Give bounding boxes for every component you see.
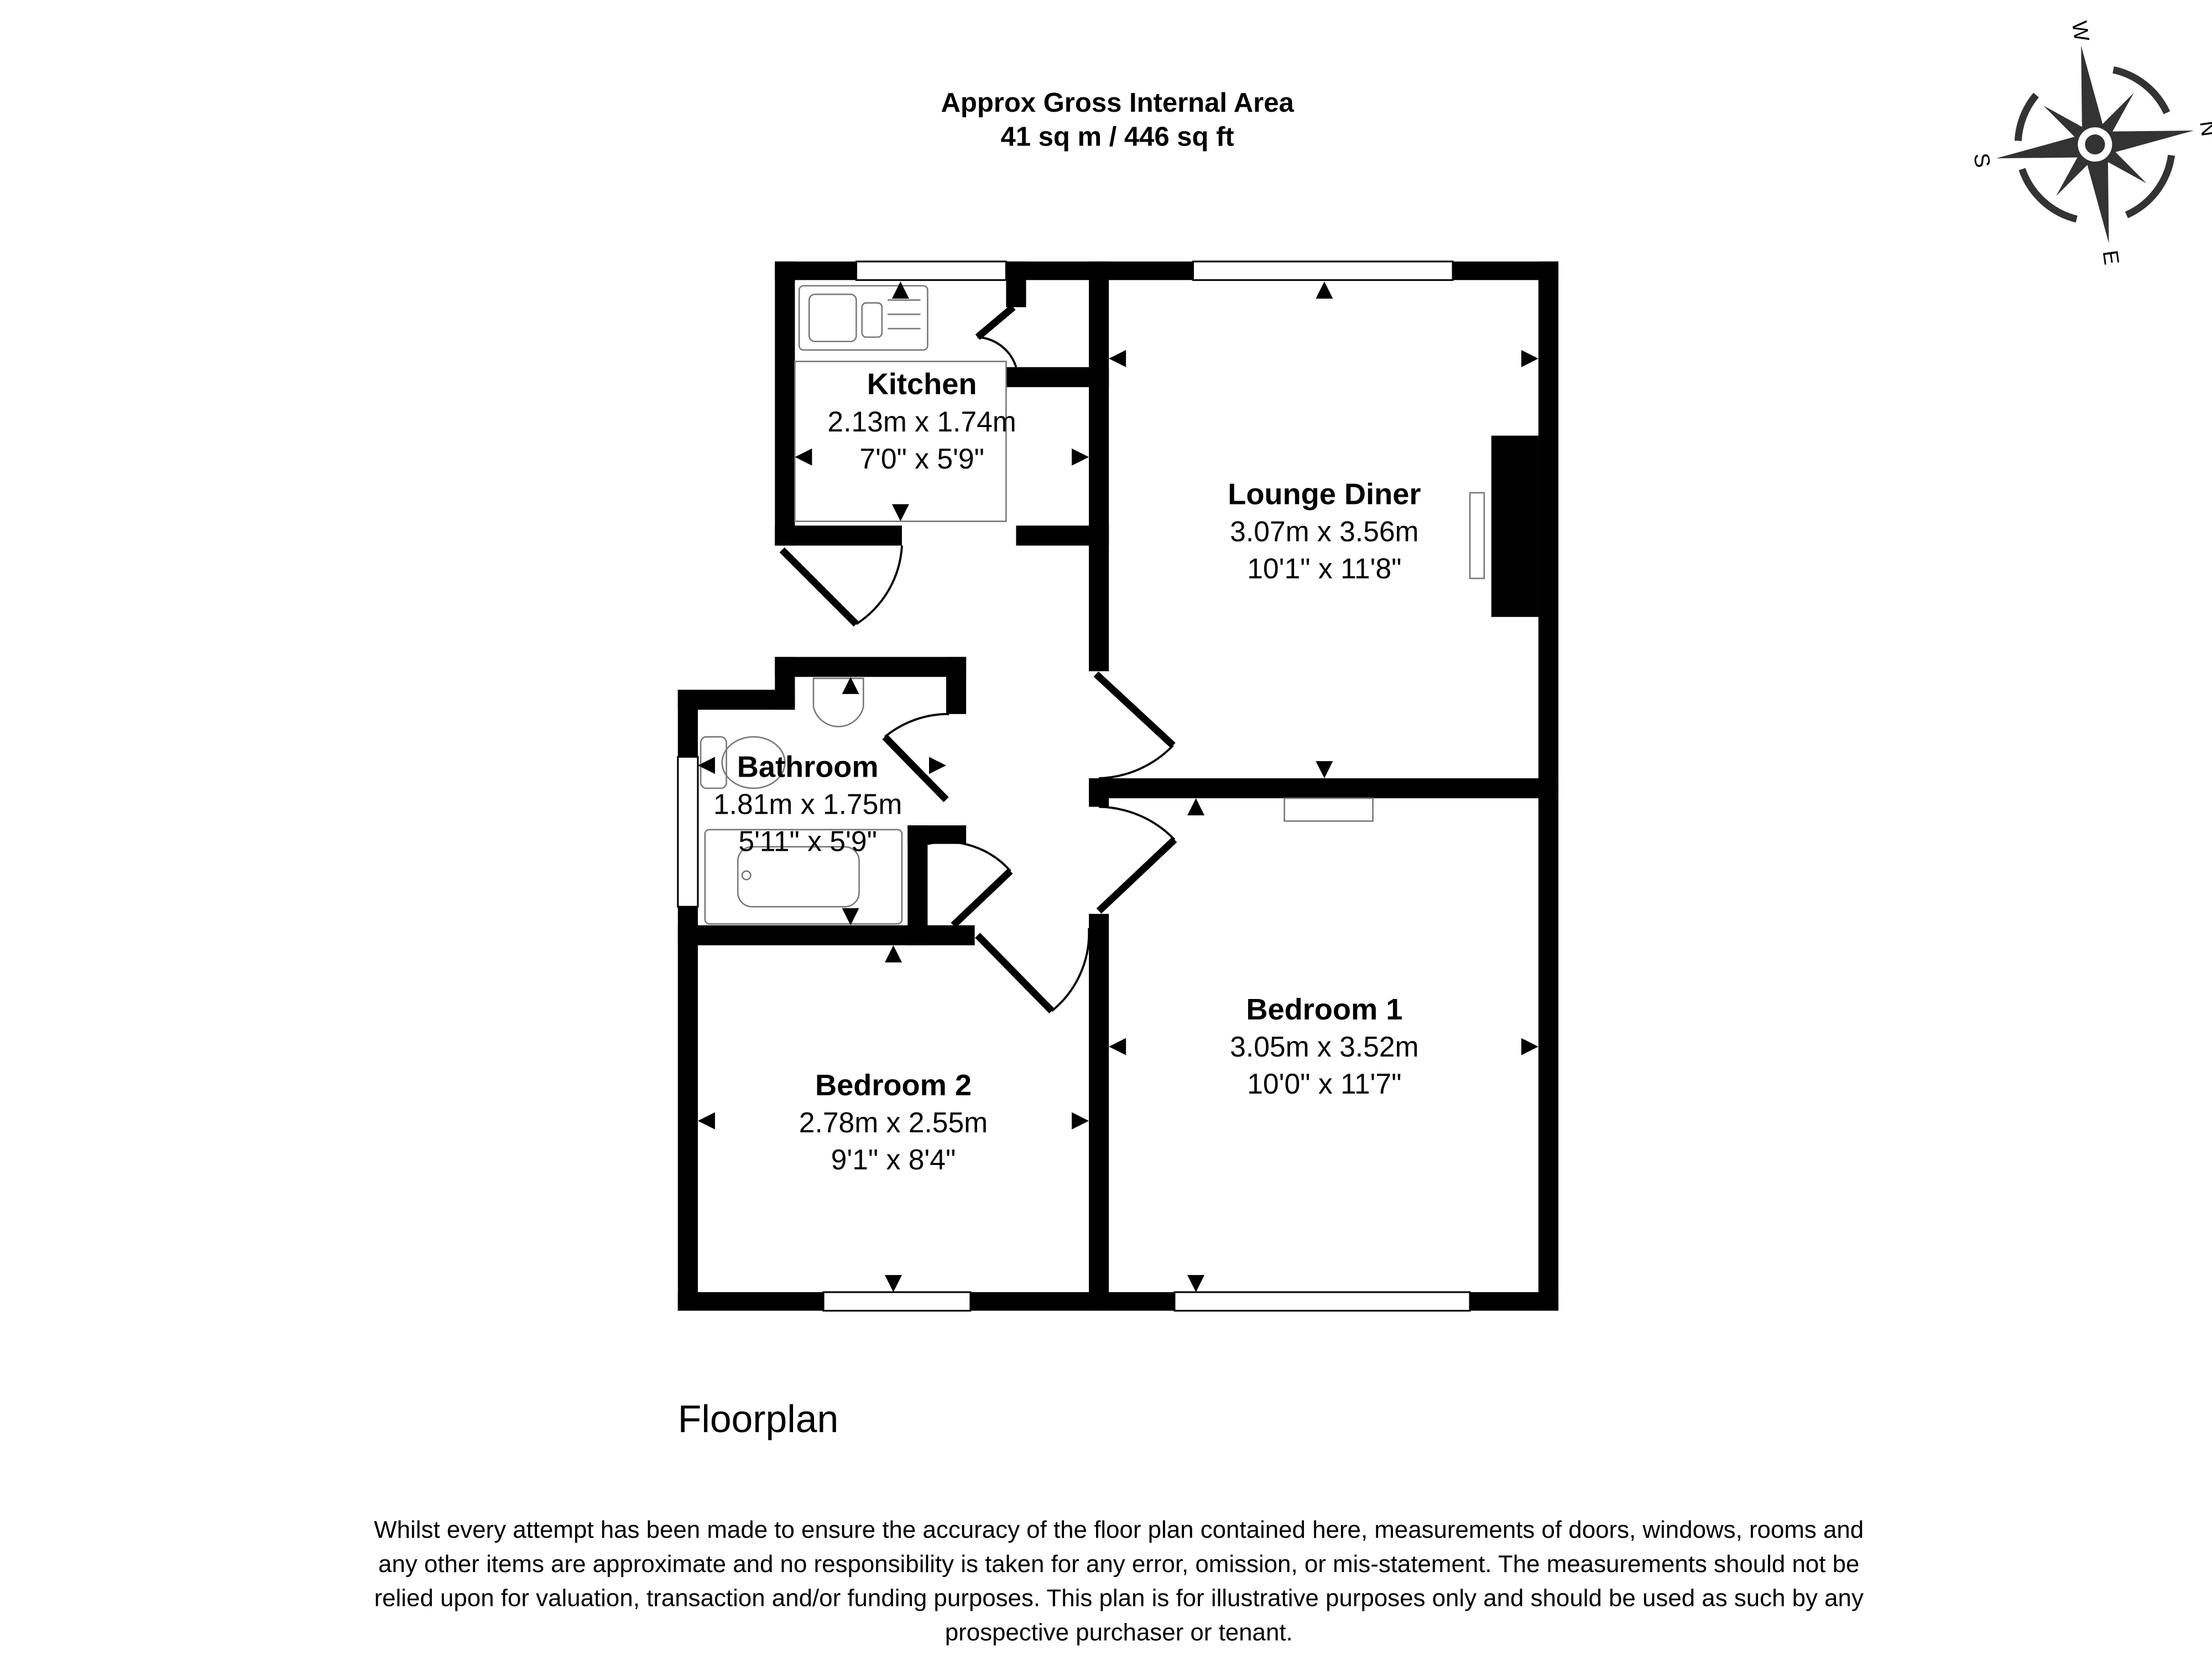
room-imperial: 9'1" x 8'4" xyxy=(831,1143,956,1175)
kitchen-sink-icon xyxy=(798,285,928,351)
bedroom1-fireplace-icon xyxy=(1284,797,1374,822)
disclaimer-line: prospective purchaser or tenant. xyxy=(945,1619,1293,1646)
room-name: Bedroom 2 xyxy=(815,1069,972,1102)
bathroom-window xyxy=(677,756,699,908)
room-imperial: 10'1" x 11'8" xyxy=(1247,553,1401,585)
room-name: Kitchen xyxy=(867,368,977,401)
walls xyxy=(677,261,1559,1311)
room-name: Bedroom 1 xyxy=(1246,993,1402,1026)
room-name: Lounge Diner xyxy=(1228,477,1421,511)
compass-s: S xyxy=(1969,152,1994,169)
room-metric: 2.13m x 1.74m xyxy=(827,405,1016,438)
measure-arrows xyxy=(697,281,1538,1292)
room-imperial: 5'11" x 5'9" xyxy=(738,825,877,857)
toilet-icon xyxy=(700,736,786,789)
room-bedroom-2: Bedroom 2 2.78m x 2.55m 9'1" x 8'4" xyxy=(799,1069,988,1175)
compass-n: N xyxy=(2195,119,2212,138)
bedroom2-window xyxy=(822,1291,972,1312)
kitchen-window xyxy=(855,261,1007,281)
room-name: Bathroom xyxy=(737,750,879,783)
fireplace-icon xyxy=(1469,492,1485,579)
disclaimer-line: Whilst every attempt has been made to en… xyxy=(374,1516,1864,1543)
room-imperial: 7'0" x 5'9" xyxy=(859,443,984,475)
bathroom-basin-icon xyxy=(812,678,864,727)
compass-e: E xyxy=(2098,249,2124,267)
room-metric: 3.07m x 3.56m xyxy=(1230,516,1418,548)
room-metric: 3.05m x 3.52m xyxy=(1230,1031,1418,1063)
bedroom1-window xyxy=(1173,1291,1471,1312)
area-value: 41 sq m / 446 sq ft xyxy=(1001,122,1234,152)
floor-label: Floorplan xyxy=(678,1397,838,1440)
disclaimer-line: any other items are approximate and no r… xyxy=(378,1550,1859,1578)
area-title: Approx Gross Internal Area xyxy=(941,88,1295,118)
room-imperial: 10'0" x 11'7" xyxy=(1247,1068,1401,1100)
disclaimer-line: relied upon for valuation, transaction a… xyxy=(374,1585,1864,1612)
lounge-window xyxy=(1192,261,1454,281)
room-kitchen: Kitchen 2.13m x 1.74m 7'0" x 5'9" xyxy=(827,368,1016,475)
disclaimer: Whilst every attempt has been made to en… xyxy=(374,1516,1864,1646)
doors xyxy=(779,304,1177,1014)
room-bathroom: Bathroom 1.81m x 1.75m 5'11" x 5'9" xyxy=(713,750,902,857)
room-lounge-diner: Lounge Diner 3.07m x 3.56m 10'1" x 11'8" xyxy=(1228,477,1421,584)
compass-icon: W N E S xyxy=(1969,19,2212,267)
room-metric: 1.81m x 1.75m xyxy=(713,788,902,820)
room-bedroom-1: Bedroom 1 3.05m x 3.52m 10'0" x 11'7" xyxy=(1230,993,1418,1100)
bathtub-icon xyxy=(704,829,903,925)
compass-w: W xyxy=(2067,19,2094,43)
room-metric: 2.78m x 2.55m xyxy=(799,1106,988,1138)
